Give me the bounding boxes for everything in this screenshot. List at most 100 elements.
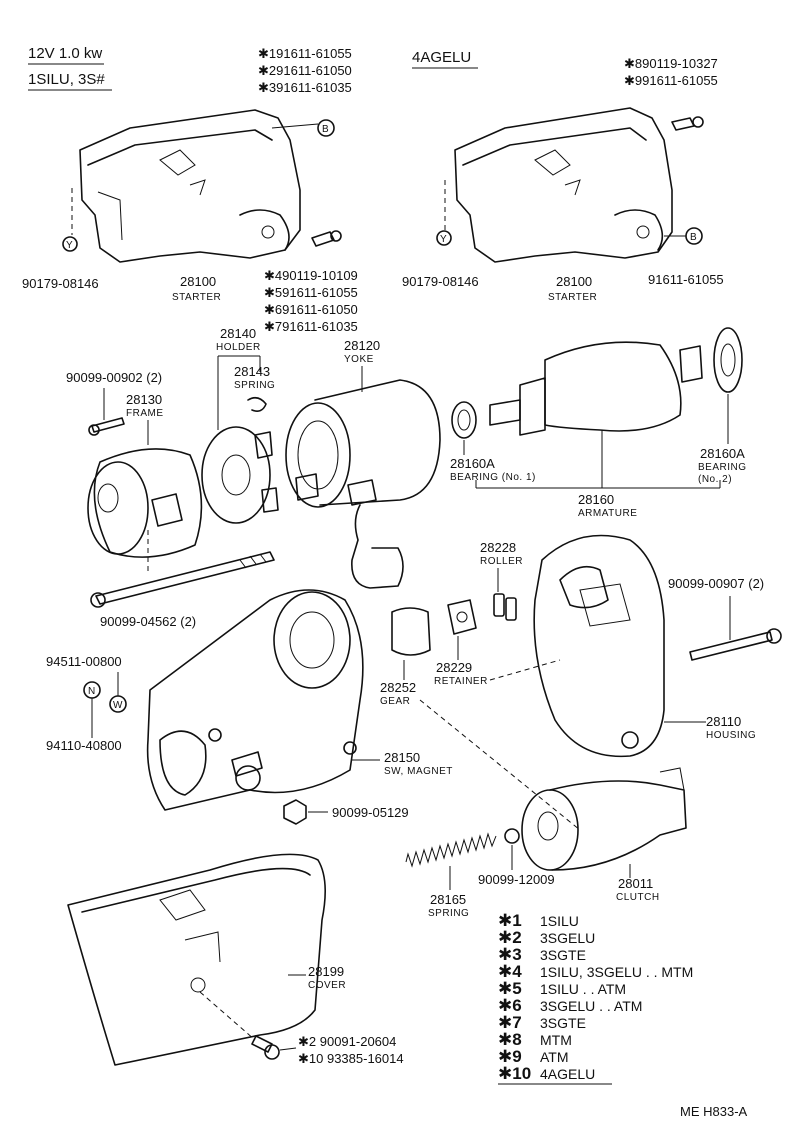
legend-mark: ✱3	[498, 945, 522, 964]
part-number: 28120	[344, 338, 380, 353]
legend-text: ATM	[540, 1049, 569, 1065]
housing	[533, 534, 706, 758]
frame-screw	[88, 388, 125, 436]
part-number: 28100	[556, 274, 592, 289]
legend-mark: ✱2	[498, 928, 522, 947]
magnet-switch	[146, 589, 380, 811]
callout-y: Y	[66, 240, 73, 251]
cover-bolt	[251, 1035, 297, 1060]
ref-code: ✱10 93385-16014	[298, 1051, 404, 1066]
part-name: GEAR	[380, 696, 410, 707]
legend-mark: ✱5	[498, 979, 522, 998]
part-name: (No. 2)	[698, 474, 732, 485]
ref-code: ✱291611-61050	[258, 63, 352, 78]
terminal-nut	[283, 799, 328, 825]
legend-text: MTM	[540, 1032, 572, 1048]
legend-text: 3SGTE	[540, 947, 586, 963]
part-name: CLUTCH	[616, 892, 660, 903]
part-number: 28130	[126, 392, 162, 407]
armature-bracket	[475, 430, 721, 489]
part-number: 90179-08146	[402, 274, 479, 289]
part-name: BEARING	[698, 462, 747, 473]
part-number: 28150	[384, 750, 420, 765]
part-name: COVER	[308, 980, 346, 991]
part-name: SW, MAGNET	[384, 766, 453, 777]
callout-w: W	[113, 700, 123, 711]
part-number: 94511-00800	[46, 654, 122, 669]
refs-left-mid: ✱490119-10109 ✱591611-61055 ✱691611-6105…	[264, 268, 358, 334]
part-name: STARTER	[172, 292, 221, 303]
ref-code: ✱191611-61055	[258, 46, 352, 61]
header: 12V 1.0 kw 1SILU, 3S# 4AGELU	[28, 45, 478, 91]
part-number: 28199	[308, 964, 344, 979]
legend-text: 3SGELU	[540, 930, 595, 946]
right-variant-title: 4AGELU	[412, 49, 471, 66]
legend-mark: ✱6	[498, 996, 522, 1015]
part-number: 91611-61055	[648, 272, 724, 287]
refs-left-top: ✱191611-61055 ✱291611-61050 ✱391611-6103…	[258, 46, 352, 95]
callout-b: B	[322, 124, 329, 135]
part-name: STARTER	[548, 292, 597, 303]
retainer	[447, 599, 477, 660]
legend-mark: ✱9	[498, 1047, 522, 1066]
nut-y-right: Y	[436, 230, 452, 246]
legend-text: 3SGELU . . ATM	[540, 998, 642, 1014]
housing-bolt	[689, 596, 782, 661]
part-number: 28160A	[450, 456, 495, 471]
part-name: RETAINER	[434, 676, 488, 687]
legend-mark: ✱7	[498, 1013, 522, 1032]
legend-text: 3SGTE	[540, 1015, 586, 1031]
yoke	[285, 366, 441, 589]
part-number: 90099-04562 (2)	[100, 614, 196, 629]
part-name: BEARING (No. 1)	[450, 472, 536, 483]
refs-right-top: ✱890119-10327 ✱991611-61055	[624, 56, 718, 88]
legend-mark: ✱4	[498, 962, 522, 981]
part-name: ROLLER	[480, 556, 523, 567]
armature	[451, 327, 743, 439]
nut-y-left: Y	[62, 236, 78, 252]
callout-b: B	[690, 232, 697, 243]
clutch	[521, 767, 687, 878]
ref-code: ✱991611-61055	[624, 73, 718, 88]
part-number: 28143	[234, 364, 270, 379]
part-number: 28165	[430, 892, 466, 907]
spec-line-2: 1SILU, 3S#	[28, 71, 105, 88]
part-number: 90179-08146	[22, 276, 99, 291]
starter-assembly-right: B	[444, 107, 704, 263]
roller	[493, 568, 517, 621]
legend-text: 1SILU	[540, 913, 579, 929]
part-number: 28110	[706, 714, 741, 729]
legend-mark: ✱10	[498, 1064, 531, 1083]
part-name: HOLDER	[216, 342, 261, 353]
through-bolt	[90, 551, 275, 608]
legend: ✱1 1SILU ✱2 3SGELU ✱3 3SGTE ✱4 1SILU, 3S…	[498, 911, 693, 1085]
legend-mark: ✱1	[498, 911, 522, 930]
callout-n: N	[88, 686, 96, 697]
part-number: 28011	[618, 876, 653, 891]
part-name: FRAME	[126, 408, 164, 419]
spec-line-1: 12V 1.0 kw	[28, 45, 102, 62]
brush-holder	[201, 355, 279, 524]
part-name: SPRING	[234, 380, 275, 391]
washer-w: W	[109, 672, 127, 713]
part-number: 28252	[380, 680, 416, 695]
diagram-code: ME H833-A	[680, 1104, 748, 1119]
part-name: SPRING	[428, 908, 469, 919]
part-number: 90099-00907 (2)	[668, 576, 764, 591]
part-number: 90099-00902 (2)	[66, 370, 162, 385]
legend-text: 1SILU . . ATM	[540, 981, 626, 997]
legend-text: 1SILU, 3SGELU . . MTM	[540, 964, 693, 980]
starter-assembly-left: B	[71, 109, 342, 263]
part-number: 94110-40800	[46, 738, 122, 753]
part-number: 28160A	[700, 446, 745, 461]
ref-code: ✱490119-10109	[264, 268, 358, 283]
part-number: 90099-12009	[478, 872, 555, 887]
ref-code: ✱391611-61035	[258, 80, 352, 95]
part-name: HOUSING	[706, 730, 756, 741]
ref-code: ✱2 90091-20604	[298, 1034, 396, 1049]
part-name: ARMATURE	[578, 508, 637, 519]
part-number: 28140	[220, 326, 256, 341]
commutator-frame	[87, 420, 203, 575]
ref-code: ✱890119-10327	[624, 56, 718, 71]
